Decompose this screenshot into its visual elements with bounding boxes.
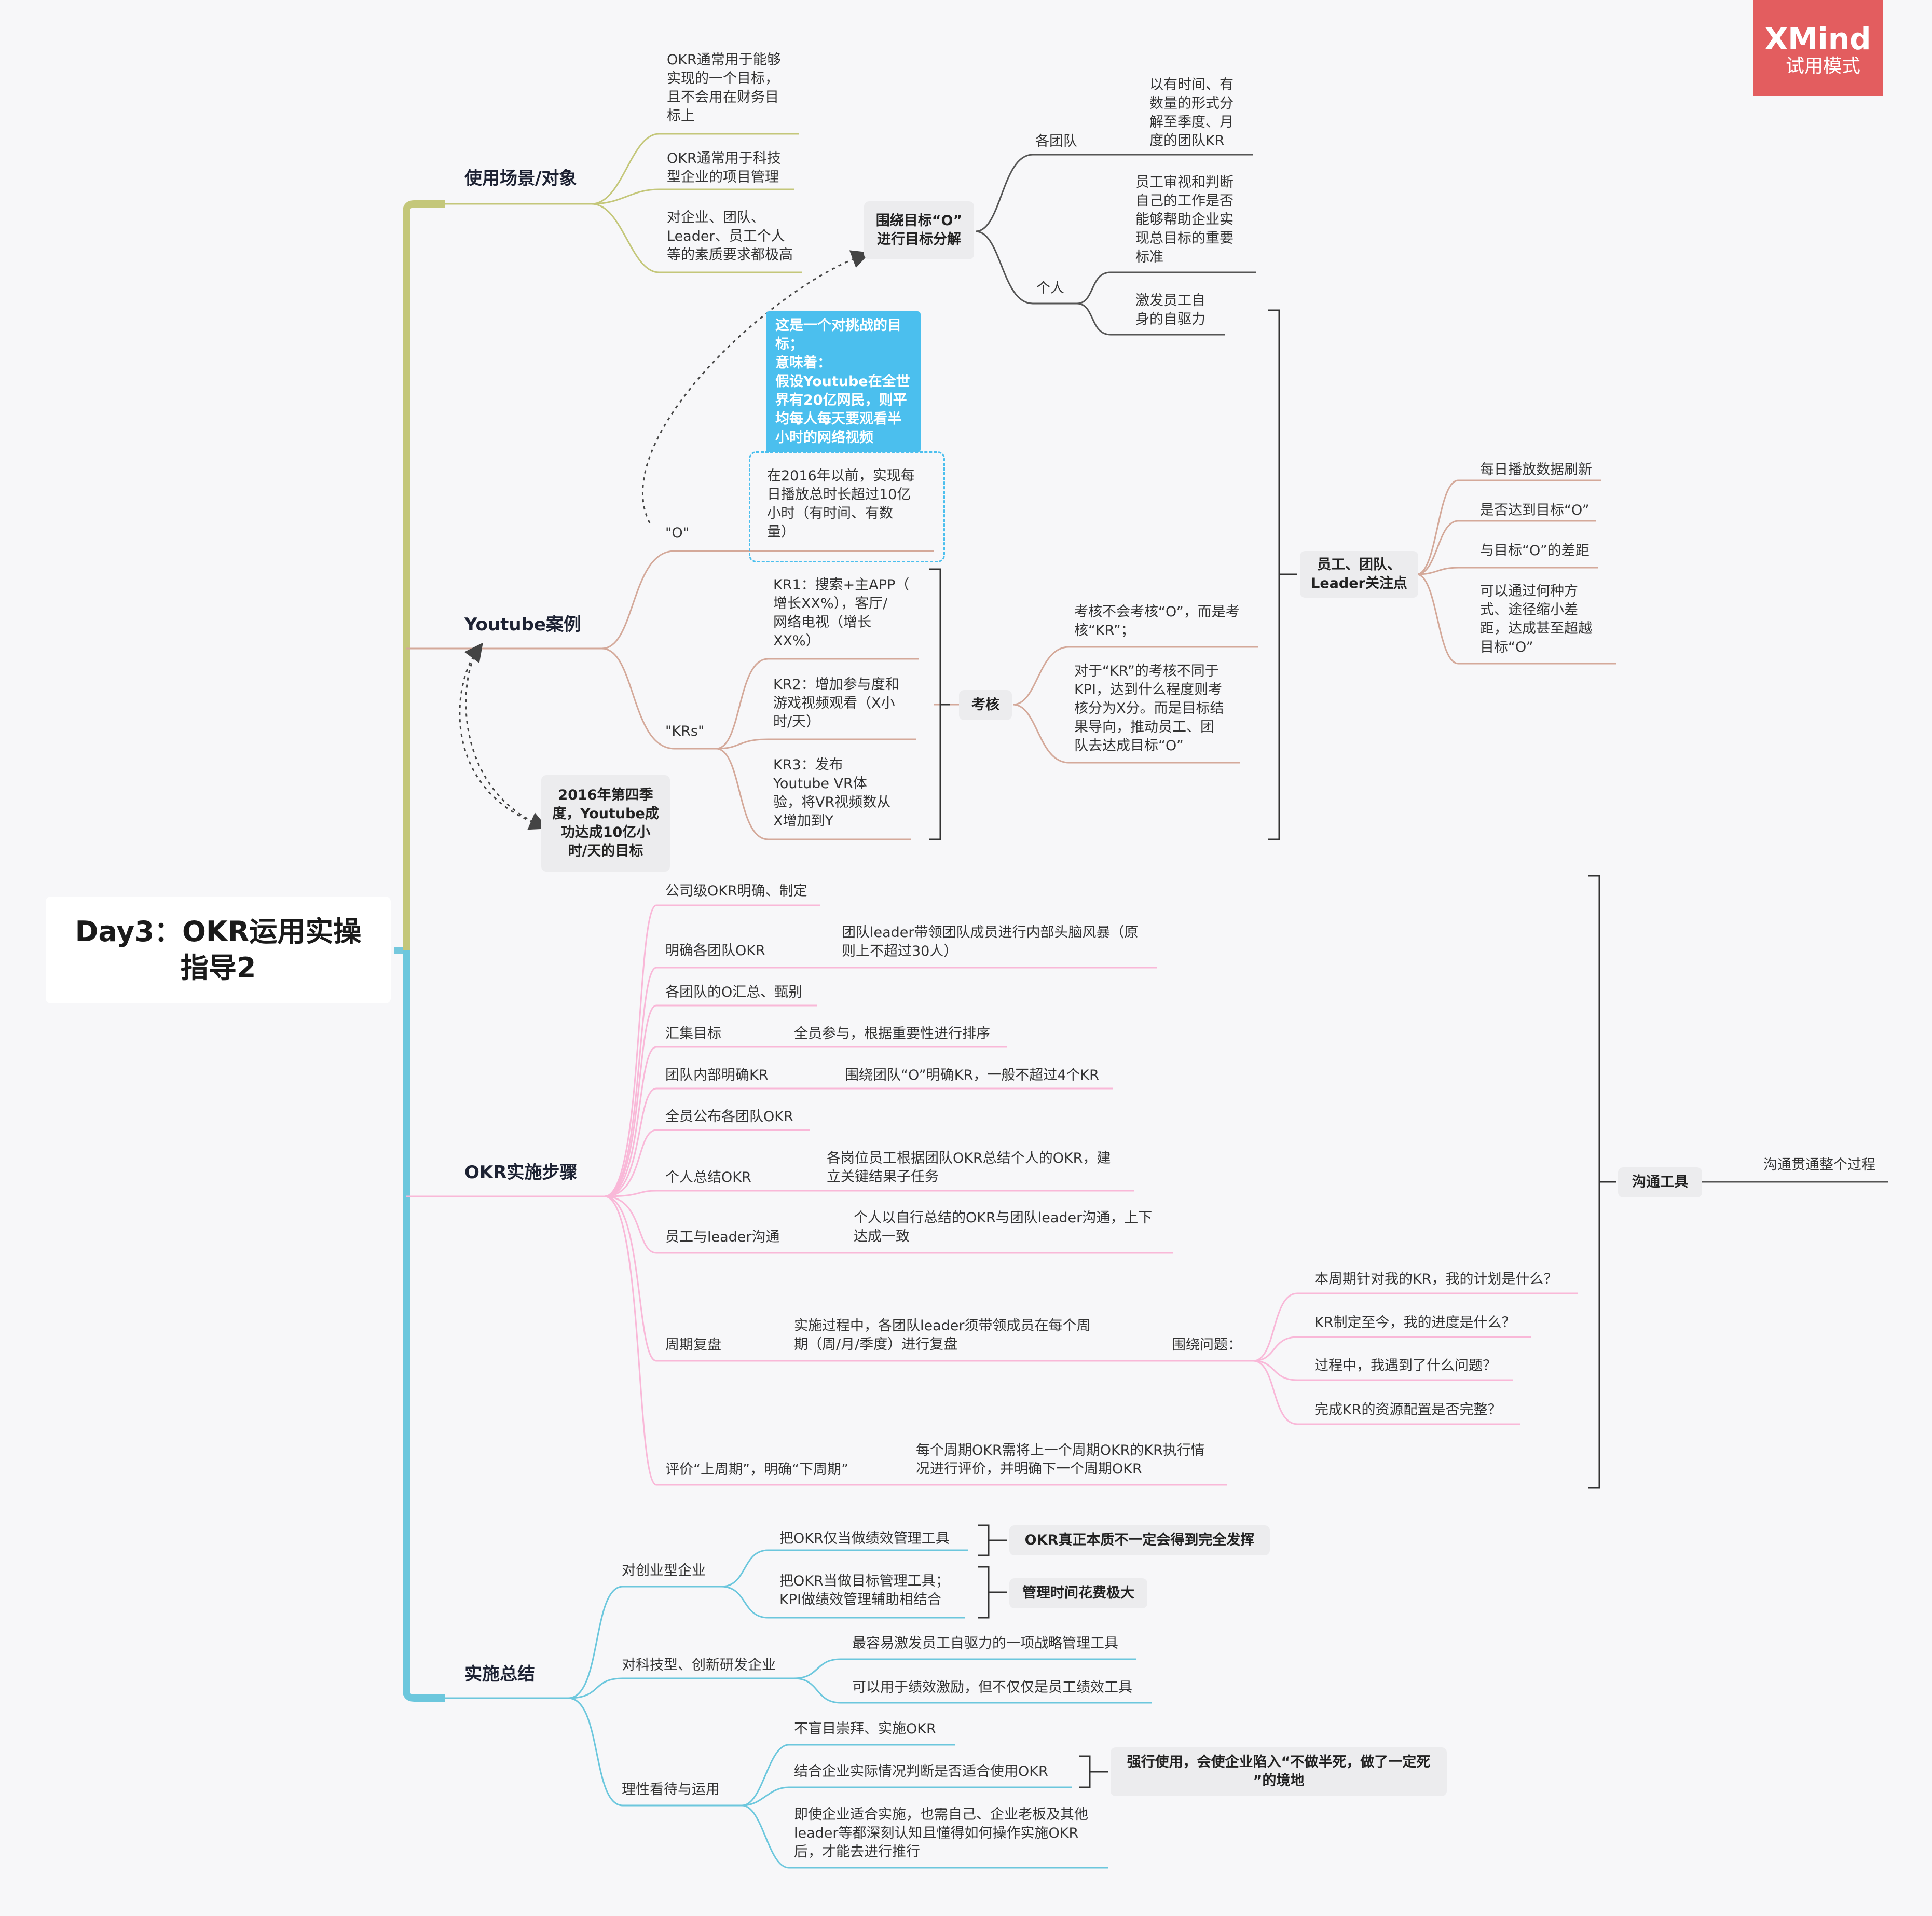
focus-item-4[interactable]: 可以通过何种方 式、途径缩小差 距，达成甚至超越 目标“O” [1480, 583, 1592, 655]
assess-box[interactable]: 考核 [959, 690, 1012, 720]
usage-item-1[interactable]: OKR通常用于能够 实现的一个目标， 且不会用在财务目 标上 [667, 52, 781, 124]
kr1-text[interactable]: KR1：搜索+主APP（ 增长XX%），客厅/ 网络电视（增长 XX%） [773, 577, 910, 649]
focus-box[interactable]: 员工、团队、 Leader关注点 [1300, 551, 1418, 598]
step-9-detail[interactable]: 实施过程中，各团队leader须带领成员在每个周 期（周/月/季度）进行复盘 [794, 1318, 1091, 1353]
comm-note[interactable]: 沟通贯通整个过程 [1763, 1157, 1875, 1173]
branch-summary-title[interactable]: 实施总结 [464, 1664, 535, 1685]
o-target-text[interactable]: 在2016年以前，实现每 日播放总时长超过10亿 小时（有时间、有数 量） [767, 468, 915, 540]
step-8-label[interactable]: 员工与leader沟通 [665, 1229, 780, 1245]
rational-item-3[interactable]: 即使企业适合实施，也需自己、企业老板及其他 leader等都深刻认知且懂得如何操… [794, 1807, 1088, 1860]
step-1-label[interactable]: 公司级OKR明确、制定 [665, 883, 807, 899]
tech-label[interactable]: 对科技型、创新研发企业 [622, 1657, 776, 1673]
rational-warning-box[interactable]: 强行使用，会使企业陷入“不做半死，做了一定死 ”的境地 [1111, 1747, 1447, 1796]
o-label[interactable]: "O" [665, 525, 690, 541]
usage-item-3[interactable]: 对企业、团队、 Leader、员工个人 等的素质要求都极高 [667, 210, 793, 263]
step-3-label[interactable]: 各团队的O汇总、甄别 [665, 984, 803, 1000]
review-question-2[interactable]: KR制定至今，我的进度是什么？ [1314, 1315, 1516, 1331]
person-item-1[interactable]: 员工审视和判断 自己的工作是否 能够帮助企业实 现总目标的重要 标准 [1135, 174, 1234, 265]
startup-box-1[interactable]: OKR真正本质不一定会得到完全发挥 [1009, 1525, 1270, 1555]
focus-item-2[interactable]: 是否达到目标“O” [1480, 502, 1590, 518]
usage-item-2[interactable]: OKR通常用于科技 型企业的项目管理 [667, 150, 781, 185]
brand-mode: 试用模式 [1785, 56, 1860, 77]
review-label[interactable]: 围绕问题： [1172, 1337, 1242, 1353]
step-2-detail[interactable]: 团队leader带领团队成员进行内部头脑风暴（原 则上不超过30人） [842, 925, 1139, 959]
rational-label[interactable]: 理性看待与运用 [622, 1782, 720, 1798]
step-4-label[interactable]: 汇集目标 [665, 1026, 721, 1042]
step-4-detail[interactable]: 全员参与，根据重要性进行排序 [794, 1026, 990, 1042]
person-label[interactable]: 个人 [1036, 280, 1064, 296]
result-box[interactable]: 2016年第四季 度，Youtube成 功达成10亿小 时/天的目标 [541, 775, 670, 872]
review-question-4[interactable]: 完成KR的资源配置是否完整？ [1314, 1402, 1502, 1418]
step-8-detail[interactable]: 个人以自行总结的OKR与团队leader沟通，上下 达成一致 [854, 1210, 1153, 1245]
review-question-3[interactable]: 过程中，我遇到了什么问题？ [1314, 1358, 1497, 1374]
step-5-label[interactable]: 团队内部明确KR [665, 1067, 769, 1083]
startup-box-2[interactable]: 管理时间花费极大 [1009, 1578, 1147, 1608]
branch-youtube-title[interactable]: Youtube案例 [464, 614, 581, 635]
tech-item-2[interactable]: 可以用于绩效激励，但不仅仅是员工绩效工具 [852, 1679, 1132, 1696]
review-question-1[interactable]: 本周期针对我的KR，我的计划是什么？ [1314, 1271, 1558, 1287]
step-6-label[interactable]: 全员公布各团队OKR [665, 1109, 793, 1125]
team-label[interactable]: 各团队 [1035, 133, 1077, 149]
brand-name: XMind [1764, 21, 1871, 57]
comm-tool-box[interactable]: 沟通工具 [1618, 1167, 1702, 1197]
kr2-text[interactable]: KR2：增加参与度和 游戏视频观看（X小 时/天） [773, 677, 899, 730]
step-10-label[interactable]: 评价“上周期”，明确“下周期” [665, 1462, 848, 1478]
branch-usage-title[interactable]: 使用场景/对象 [464, 168, 577, 189]
assess-item-1[interactable]: 考核不会考核“O”，而是考 核“KR”； [1074, 604, 1240, 639]
focus-item-3[interactable]: 与目标“O”的差距 [1480, 543, 1590, 559]
step-7-detail[interactable]: 各岗位员工根据团队OKR总结个人的OKR，建 立关键结果子任务 [827, 1150, 1111, 1185]
step-5-detail[interactable]: 围绕团队“O”明确KR，一般不超过4个KR [845, 1067, 1099, 1083]
step-7-label[interactable]: 个人总结OKR [665, 1169, 751, 1186]
o-dashed-frame [749, 451, 945, 562]
startup-item-2[interactable]: 把OKR当做目标管理工具； KPI做绩效管理辅助相结合 [779, 1573, 950, 1608]
step-9-label[interactable]: 周期复盘 [665, 1337, 721, 1353]
step-10-detail[interactable]: 每个周期OKR需将上一个周期OKR的KR执行情 况进行评价，并明确下一个周期OK… [916, 1442, 1205, 1477]
branch-steps-title[interactable]: OKR实施步骤 [464, 1162, 578, 1183]
root-topic[interactable]: Day3：OKR运用实操 指导2 [46, 897, 391, 1003]
rational-item-1[interactable]: 不盲目崇拜、实施OKR [794, 1721, 936, 1737]
krs-label[interactable]: "KRs" [665, 723, 705, 739]
focus-item-1[interactable]: 每日播放数据刷新 [1480, 462, 1592, 478]
decompose-box[interactable]: 围绕目标“O” 进行目标分解 [864, 201, 974, 259]
xmind-trial-badge: XMind 试用模式 [1753, 0, 1883, 96]
o-callout-note[interactable]: 这是一个对挑战的目 标； 意味着： 假设Youtube在全世 界有20亿网民，则… [766, 311, 921, 452]
team-text[interactable]: 以有时间、有 数量的形式分 解至季度、月 度的团队KR [1149, 77, 1234, 149]
startup-label[interactable]: 对创业型企业 [622, 1563, 706, 1579]
assess-item-2[interactable]: 对于“KR”的考核不同于 KPI，达到什么程度则考 核分为X分。而是目标结 果导… [1074, 663, 1224, 754]
person-item-2[interactable]: 激发员工自 身的自驱力 [1135, 293, 1205, 327]
tech-item-1[interactable]: 最容易激发员工自驱力的一项战略管理工具 [852, 1635, 1118, 1651]
kr3-text[interactable]: KR3：发布 Youtube VR体 验，将VR视频数从 X增加到Y [773, 757, 891, 829]
startup-item-1[interactable]: 把OKR仅当做绩效管理工具 [779, 1531, 950, 1547]
rational-item-2[interactable]: 结合企业实际情况判断是否适合使用OKR [794, 1763, 1048, 1780]
step-2-label[interactable]: 明确各团队OKR [665, 943, 765, 959]
